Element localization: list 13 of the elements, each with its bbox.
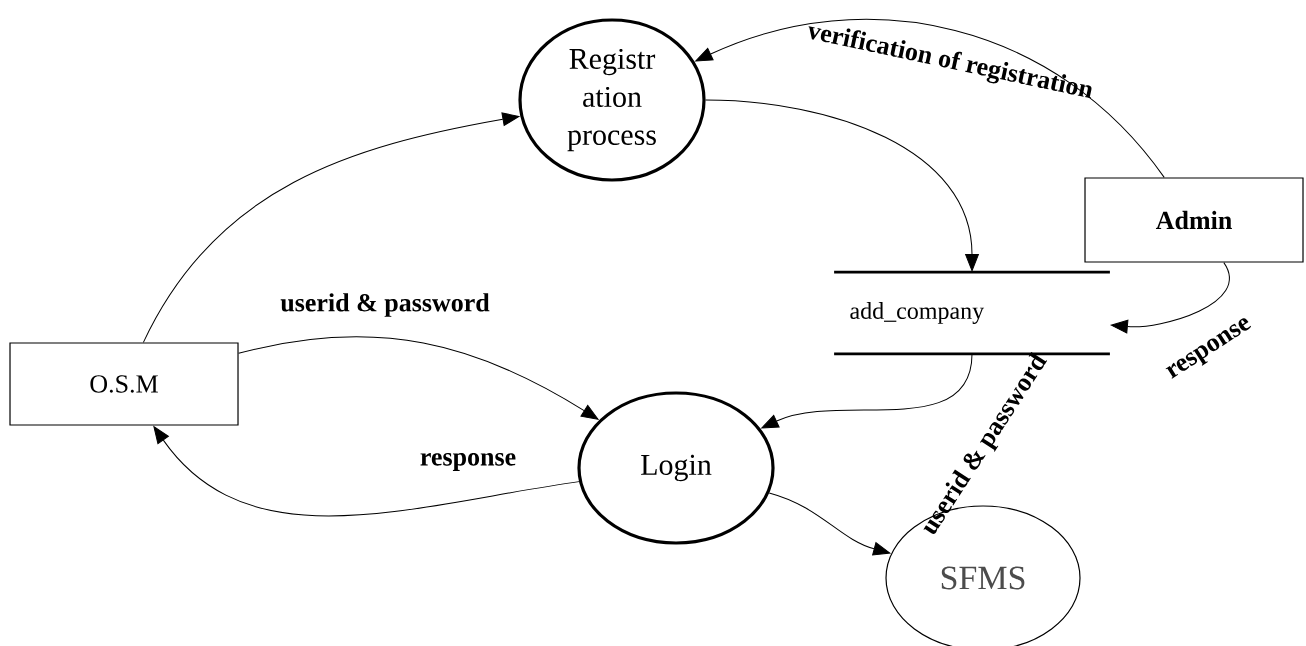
entity-box: O.S.M: [9, 342, 239, 426]
arrow: [705, 99, 979, 272]
entity-box: Admin: [1084, 177, 1304, 263]
arrow: [1110, 262, 1230, 334]
edge-label: response: [420, 453, 516, 471]
arrow: [768, 492, 891, 556]
arrow: [142, 112, 520, 343]
arrow: [238, 336, 599, 420]
edge-label: userid & password: [280, 293, 490, 317]
arrow: [695, 18, 1165, 178]
arrow: [153, 426, 580, 517]
edge-label: verification of registration: [808, 26, 1092, 99]
arrow: [761, 353, 973, 429]
